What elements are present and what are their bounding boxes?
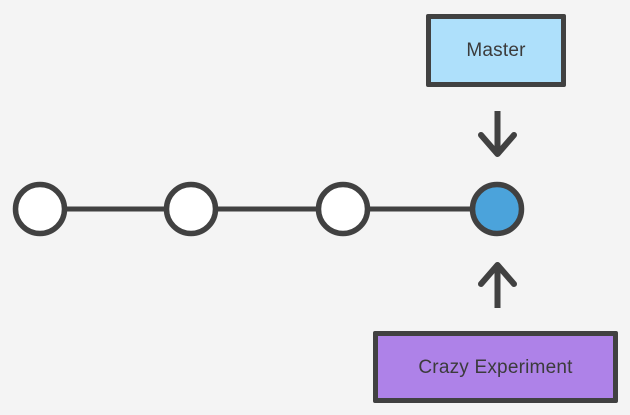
arrow-down-icon: [478, 111, 517, 157]
commit-node-4-head[interactable]: [469, 181, 525, 237]
branch-label-crazy-experiment-text: Crazy Experiment: [418, 356, 573, 378]
branch-label-crazy-experiment[interactable]: Crazy Experiment: [373, 331, 618, 403]
branch-label-master-text: Master: [466, 40, 526, 61]
commit-node-1[interactable]: [12, 181, 68, 237]
commit-node-3[interactable]: [315, 181, 371, 237]
arrow-up-icon: [478, 262, 517, 308]
branch-label-master[interactable]: Master: [426, 14, 566, 87]
commit-nodes: [12, 181, 525, 237]
commit-node-2[interactable]: [163, 181, 219, 237]
